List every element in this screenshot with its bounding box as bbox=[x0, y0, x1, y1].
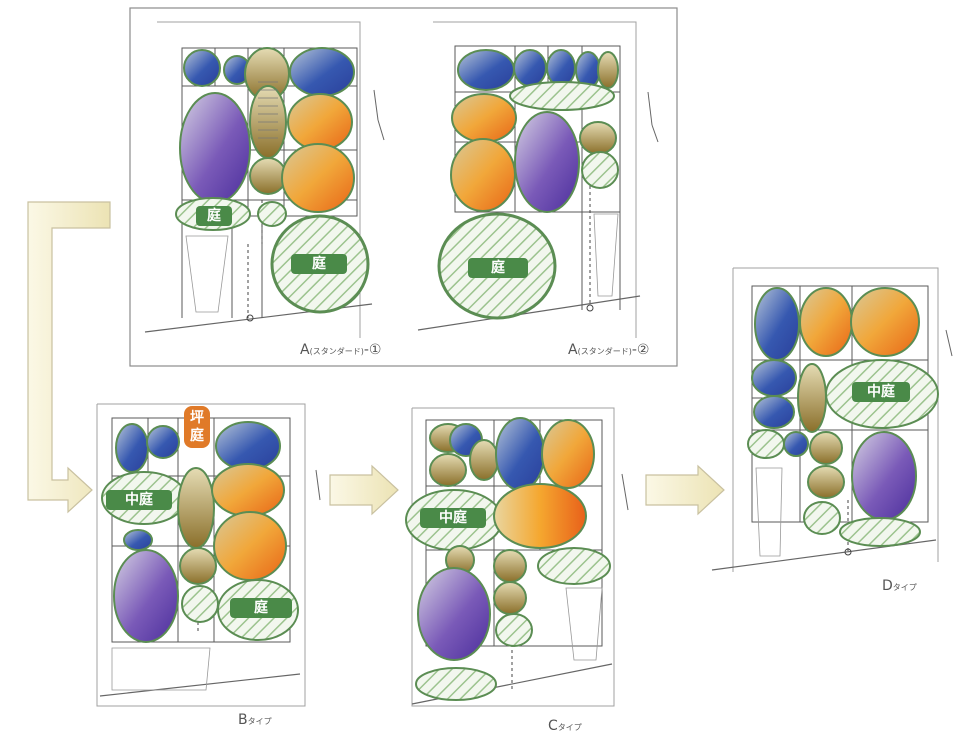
plan-b bbox=[96, 403, 321, 707]
caption-c-small: タイプ bbox=[557, 723, 582, 732]
caption-d-small: タイプ bbox=[892, 583, 917, 592]
garden-label-a2: 庭 bbox=[468, 258, 528, 278]
transition-arrow-b-to-c bbox=[329, 464, 399, 516]
caption-c-main: C bbox=[548, 718, 558, 734]
tsubo-char: 坪 bbox=[190, 410, 204, 426]
plan-a1 bbox=[144, 21, 385, 338]
caption-c: Cタイプ bbox=[548, 718, 582, 734]
transition-arrow-c-to-d bbox=[645, 464, 725, 516]
plan-c bbox=[405, 407, 629, 707]
tsubo-niwa-label: 坪 庭 bbox=[184, 406, 210, 448]
caption-d-main: D bbox=[882, 578, 893, 594]
caption-a1: A(スタンダード)-① bbox=[300, 342, 381, 358]
caption-a1-num: -① bbox=[363, 342, 382, 358]
caption-d: Dタイプ bbox=[882, 578, 917, 594]
transition-arrow-a-to-b bbox=[27, 201, 111, 514]
caption-a2: A(スタンダード)-② bbox=[568, 342, 649, 358]
courtyard-label-c: 中庭 bbox=[420, 508, 486, 528]
caption-a2-num: -② bbox=[631, 342, 650, 358]
caption-b-main: B bbox=[238, 712, 248, 728]
caption-a2-small: (スタンダード) bbox=[577, 347, 632, 356]
caption-a1-small: (スタンダード) bbox=[309, 347, 364, 356]
plan-d bbox=[711, 267, 953, 572]
caption-a2-main: A bbox=[568, 342, 578, 358]
garden-label-b: 庭 bbox=[230, 598, 292, 618]
caption-b: Bタイプ bbox=[238, 712, 272, 728]
garden-label-a1-left: 庭 bbox=[196, 206, 232, 226]
courtyard-label-d: 中庭 bbox=[852, 382, 910, 402]
garden-label-a1-main: 庭 bbox=[291, 254, 347, 274]
caption-b-small: タイプ bbox=[247, 717, 272, 726]
plan-a-frame bbox=[129, 7, 678, 367]
niwa-char: 庭 bbox=[190, 428, 204, 444]
plan-a2 bbox=[417, 21, 659, 338]
courtyard-label-b: 中庭 bbox=[106, 490, 172, 510]
caption-a1-main: A bbox=[300, 342, 310, 358]
